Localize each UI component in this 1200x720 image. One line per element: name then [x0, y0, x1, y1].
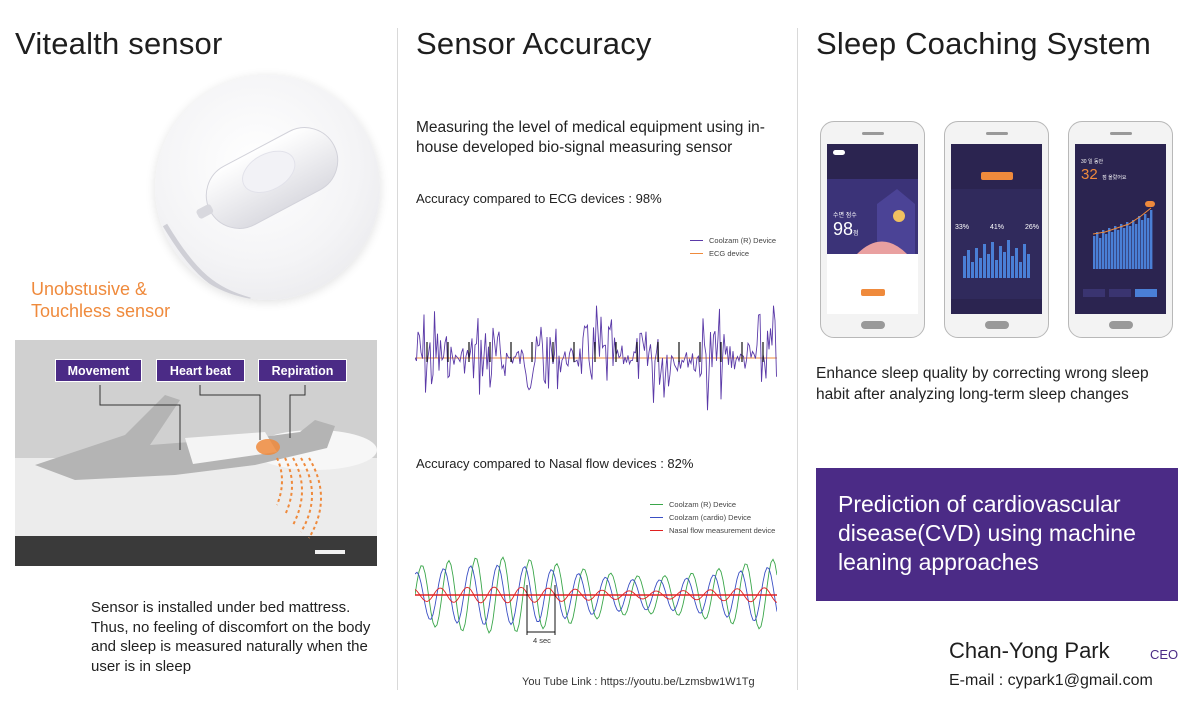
- nasal-legend-item: Nasal flow measurement device: [650, 524, 775, 537]
- time-scale-label: 4 sec: [533, 636, 551, 645]
- stage-stat: 26%: [1024, 224, 1039, 231]
- time-scale-bar: [526, 585, 556, 635]
- stage-stat: 41%: [989, 224, 1004, 231]
- column-divider-2: [797, 28, 798, 690]
- nasal-legend-item: Coolzam (R) Device: [650, 498, 775, 511]
- phone-sleep-analysis: 33% 41% 26%: [944, 121, 1049, 338]
- phone-speaker: [862, 132, 884, 135]
- label-movement: Movement: [55, 359, 142, 382]
- trend-value: 32 점 올랐어요: [1081, 166, 1127, 184]
- nasal-legend: Coolzam (R) Device Coolzam (cardio) Devi…: [650, 498, 775, 537]
- vitealth-title: Vitealth sensor: [15, 26, 223, 61]
- legend-label: ECG device: [709, 249, 750, 258]
- legend-swatch: [690, 252, 703, 255]
- stage-stat: 33%: [955, 224, 970, 231]
- nasal-accuracy-label: Accuracy compared to Nasal flow devices …: [416, 456, 694, 471]
- accuracy-lead-text: Measuring the level of medical equipment…: [416, 119, 765, 156]
- trend-number: 32: [1081, 166, 1098, 183]
- score-unit: 점: [853, 231, 859, 237]
- label-heart-beat: Heart beat: [156, 359, 245, 382]
- sensor-device-image: [155, 75, 380, 300]
- legend-label: Coolzam (R) Device: [709, 236, 777, 245]
- sensor-description: Sensor is installed under bed mattress. …: [91, 599, 371, 675]
- ecg-legend: Coolzam (R) Device ECG device: [690, 234, 776, 260]
- phone-home-button: [1109, 321, 1133, 329]
- sensor-accuracy-title: Sensor Accuracy: [416, 26, 652, 61]
- tagline-line-2: Touchless sensor: [31, 301, 171, 321]
- youtube-link[interactable]: You Tube Link : https://youtu.be/Lzmsbw1…: [522, 676, 755, 688]
- ecg-trace-coolzam: [415, 305, 777, 411]
- unobtrusive-tagline: Unobstusive & Touchless sensor: [31, 278, 170, 322]
- sleep-coaching-title: Sleep Coaching System: [816, 26, 1152, 61]
- ecg-legend-item: ECG device: [690, 247, 776, 260]
- trend-days: 30 일 동안: [1081, 159, 1104, 165]
- ceo-name: Chan-Yong Park: [949, 638, 1110, 663]
- nasal-trace-coolzam: [415, 556, 777, 634]
- score-number: 98: [833, 219, 854, 239]
- column-divider-1: [397, 28, 398, 690]
- legend-swatch: [690, 239, 703, 242]
- phone-score-trend: 30 일 동안 32 점 올랐어요: [1068, 121, 1173, 338]
- phone-screen: 33% 41% 26%: [951, 144, 1042, 314]
- legend-label: Coolzam (cardio) Device: [669, 513, 752, 522]
- sleep-stage-stats: 33% 41% 26%: [955, 224, 1039, 231]
- legend-label: Coolzam (R) Device: [669, 500, 737, 509]
- phone-sleep-score: 수면 점수 98점: [820, 121, 925, 338]
- score-label: 수면 점수: [833, 213, 857, 219]
- legend-swatch: [650, 503, 663, 506]
- tagline-line-1: Unobstusive &: [31, 279, 148, 299]
- nasal-trace-cardio: [415, 564, 777, 626]
- cvd-prediction-text: Prediction of cardiovascular disease(CVD…: [838, 491, 1136, 575]
- ceo-role: CEO: [1150, 647, 1179, 662]
- sleep-score-value: 98점: [833, 219, 859, 240]
- phone-screen: 30 일 동안 32 점 올랐어요: [1075, 144, 1166, 314]
- nasal-legend-item: Coolzam (cardio) Device: [650, 511, 775, 524]
- legend-label: Nasal flow measurement device: [669, 526, 776, 535]
- phone-home-button: [861, 321, 885, 329]
- nasal-flow-signal-plot: [415, 556, 777, 635]
- ecg-signal-plot: [415, 305, 777, 411]
- label-respiration: Repiration: [258, 359, 347, 382]
- phone-home-button: [985, 321, 1009, 329]
- trend-unit: 점 올랐어요: [1102, 175, 1127, 181]
- ceo-email[interactable]: E-mail : cypark1@gmail.com: [949, 672, 1153, 689]
- phone-screen: 수면 점수 98점: [827, 144, 918, 314]
- phone-speaker: [986, 132, 1008, 135]
- phone-speaker: [1110, 132, 1132, 135]
- legend-swatch: [650, 516, 663, 519]
- sleep-coaching-description: Enhance sleep quality by correcting wron…: [816, 365, 1149, 403]
- ecg-legend-item: Coolzam (R) Device: [690, 234, 776, 247]
- ecg-accuracy-label: Accuracy compared to ECG devices : 98%: [416, 191, 662, 206]
- legend-swatch: [650, 529, 663, 532]
- cvd-prediction-box: Prediction of cardiovascular disease(CVD…: [816, 468, 1178, 601]
